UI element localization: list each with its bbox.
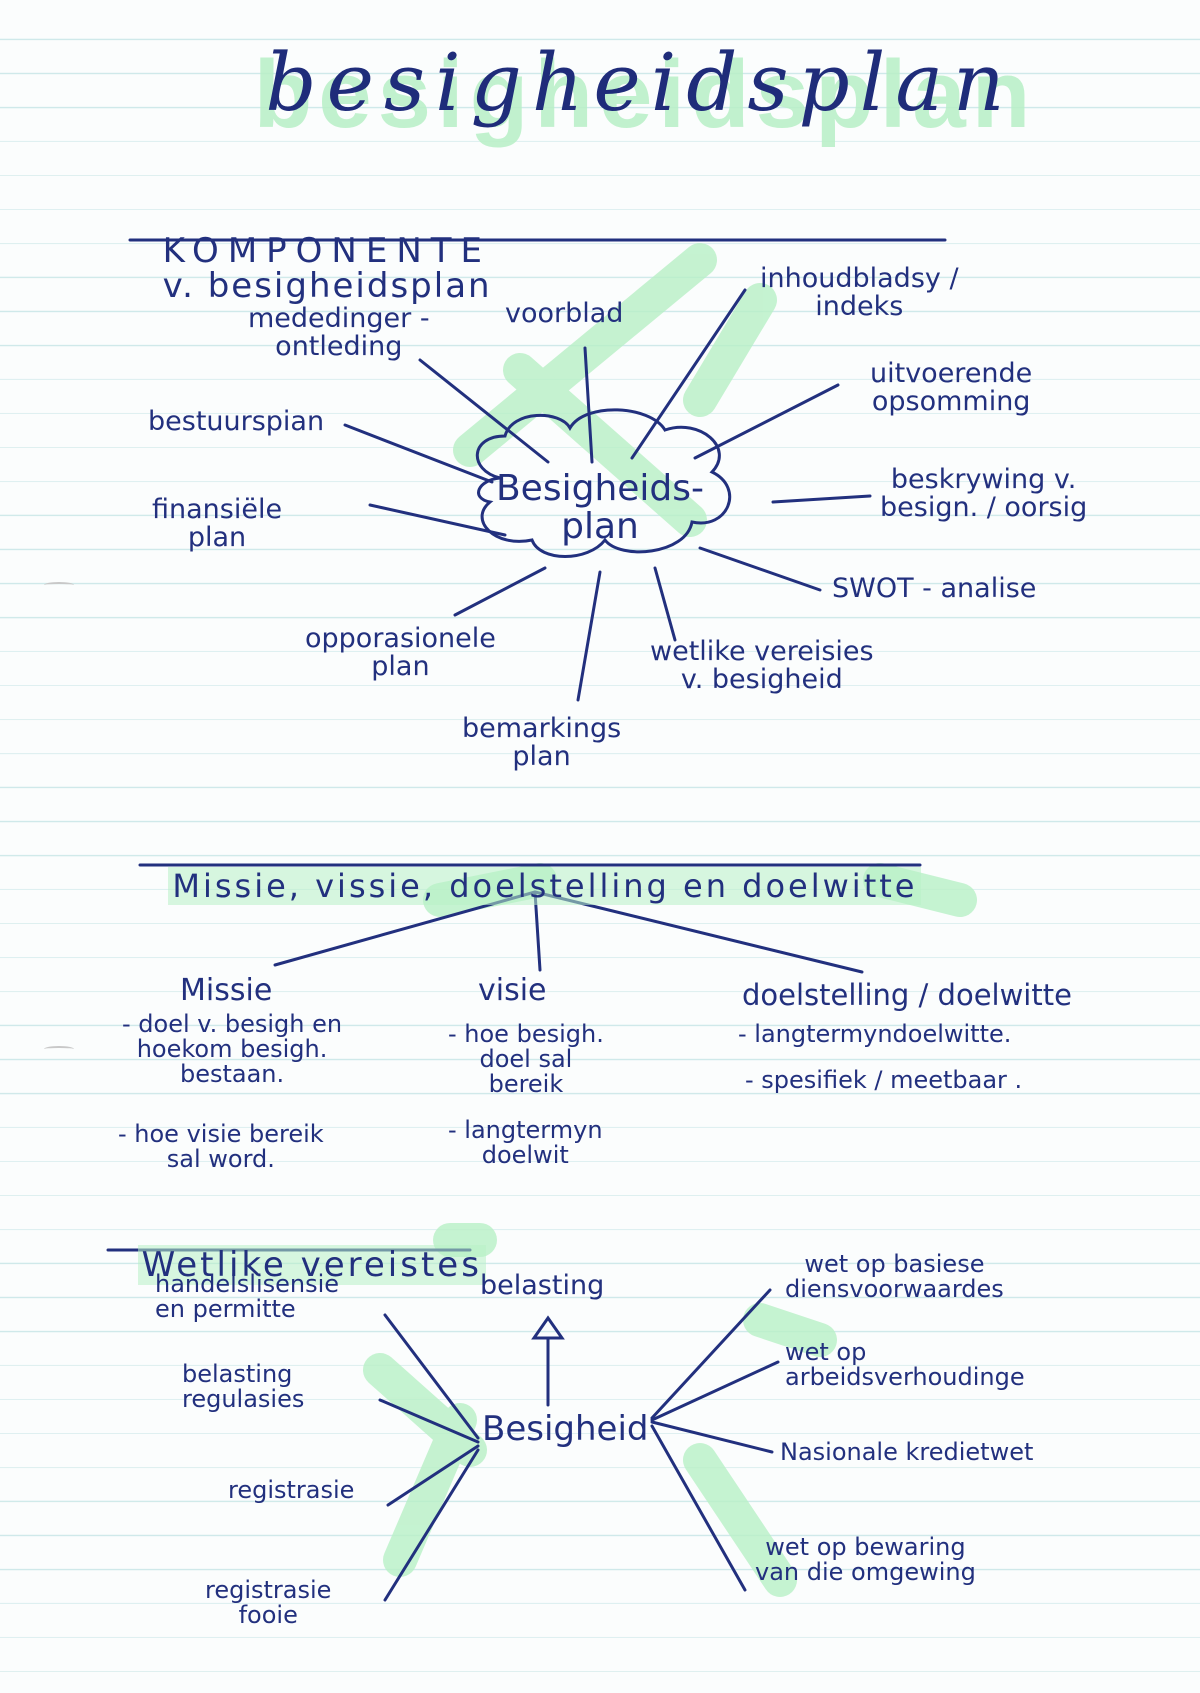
label-finansiele: finansiële plan xyxy=(152,494,283,554)
connector xyxy=(383,1313,480,1440)
spoke xyxy=(576,570,602,702)
column-title-visie: visie xyxy=(478,973,547,1008)
column-text-visie-2: - langtermyn doelwit xyxy=(448,1116,603,1170)
label-opporasionele: opporasionele plan xyxy=(305,623,496,683)
label-inhoudbladsy: inhoudbladsy / indeks xyxy=(760,263,959,323)
spoke xyxy=(693,383,840,460)
label-voorblad: voorblad xyxy=(505,298,624,329)
cloud-center-label: Besigheids- plan xyxy=(495,468,705,547)
cloud-shape xyxy=(475,408,732,558)
label-basiese-diensvoorwaardes: wet op basiese diensvoorwaardes xyxy=(785,1250,1004,1304)
spoke xyxy=(698,546,822,592)
punch-mark xyxy=(44,582,74,588)
spoke xyxy=(653,566,677,642)
spoke xyxy=(418,358,550,464)
label-wetlike: wetlike vereisies v. besighеid xyxy=(650,636,874,696)
label-bestuurspian: bestuurspian xyxy=(148,406,325,437)
arrow-head xyxy=(531,1315,565,1340)
label-beskrywing: beskrywing v. besign. / oorsig xyxy=(880,464,1088,524)
section-heading: Missie, vissie, doelstelling en doelwitt… xyxy=(142,836,922,905)
tree-branch xyxy=(533,890,542,972)
column-text-doelstelling-2: - spesifiek / meetbaar . xyxy=(745,1066,1023,1094)
heading-rest: v. besigheidsplan xyxy=(162,266,492,307)
section-heading: Wetlike vereistes xyxy=(110,1212,486,1285)
spoke xyxy=(583,346,594,464)
connector xyxy=(650,1420,774,1454)
label-registrasie: registrasie xyxy=(228,1476,355,1504)
label-registrasie-fooie: registrasie fooie xyxy=(205,1576,332,1630)
column-title-missie: Missie xyxy=(180,973,273,1008)
label-bemarkings: bemarkings plan xyxy=(462,713,622,773)
column-text-visie: - hoe besigh. doel sal bereik xyxy=(448,1020,604,1099)
spoke xyxy=(453,566,547,617)
label-handelslisensie: handelslisensie en permitte xyxy=(155,1270,340,1324)
tree-branch xyxy=(533,890,864,974)
connector xyxy=(383,1448,480,1602)
label-belasting-top: belasting xyxy=(480,1270,605,1301)
section-heading: KOMPONENTE v. besigheidsplan xyxy=(135,198,492,305)
label-belasting-regulasies: belasting regulasies xyxy=(182,1360,305,1414)
punch-mark xyxy=(44,1046,74,1052)
heading-text: Missie, vissie, doelstelling en doelwitt… xyxy=(168,866,922,905)
column-title-doelstelling: doelstelling / doelwitte xyxy=(742,978,1072,1012)
spoke xyxy=(368,503,507,537)
connector xyxy=(650,1288,772,1420)
heading-strong: KOMPONENTE xyxy=(162,230,492,271)
spoke xyxy=(343,423,494,484)
label-mededinger: mededinger - ontleding xyxy=(248,303,430,363)
spoke xyxy=(771,494,872,504)
label-arbeidsverhoudinge: wet op arbeidsverhoudinge xyxy=(785,1338,1025,1392)
heading-text: Wetlike vereistes xyxy=(137,1244,486,1285)
column-text-missie: - doel v. besigh en hoekom besigh. besta… xyxy=(122,1010,343,1089)
column-text-missie-2: - hoe visie bereik sal word. xyxy=(118,1120,324,1174)
column-text-doelstelling: - langtermyndoelwitte. xyxy=(738,1020,1012,1048)
connector xyxy=(650,1360,780,1422)
center-besigheid: Besigheid xyxy=(482,1409,649,1449)
page-title: besigheidsplan xyxy=(265,36,1015,129)
label-kredietwet: Nasionale kredietwet xyxy=(780,1438,1034,1466)
title-highlight: besigheidsplan xyxy=(253,41,1037,148)
label-bewaring-omgewing: wet op bewaring van die omgewing xyxy=(755,1533,976,1587)
connector xyxy=(650,1424,747,1592)
connector xyxy=(386,1444,480,1507)
connector xyxy=(378,1398,480,1444)
label-swot: SWOT - analise xyxy=(832,573,1037,604)
spoke xyxy=(630,288,747,460)
label-uitvoerende: uitvoerende opsomming xyxy=(870,358,1033,418)
